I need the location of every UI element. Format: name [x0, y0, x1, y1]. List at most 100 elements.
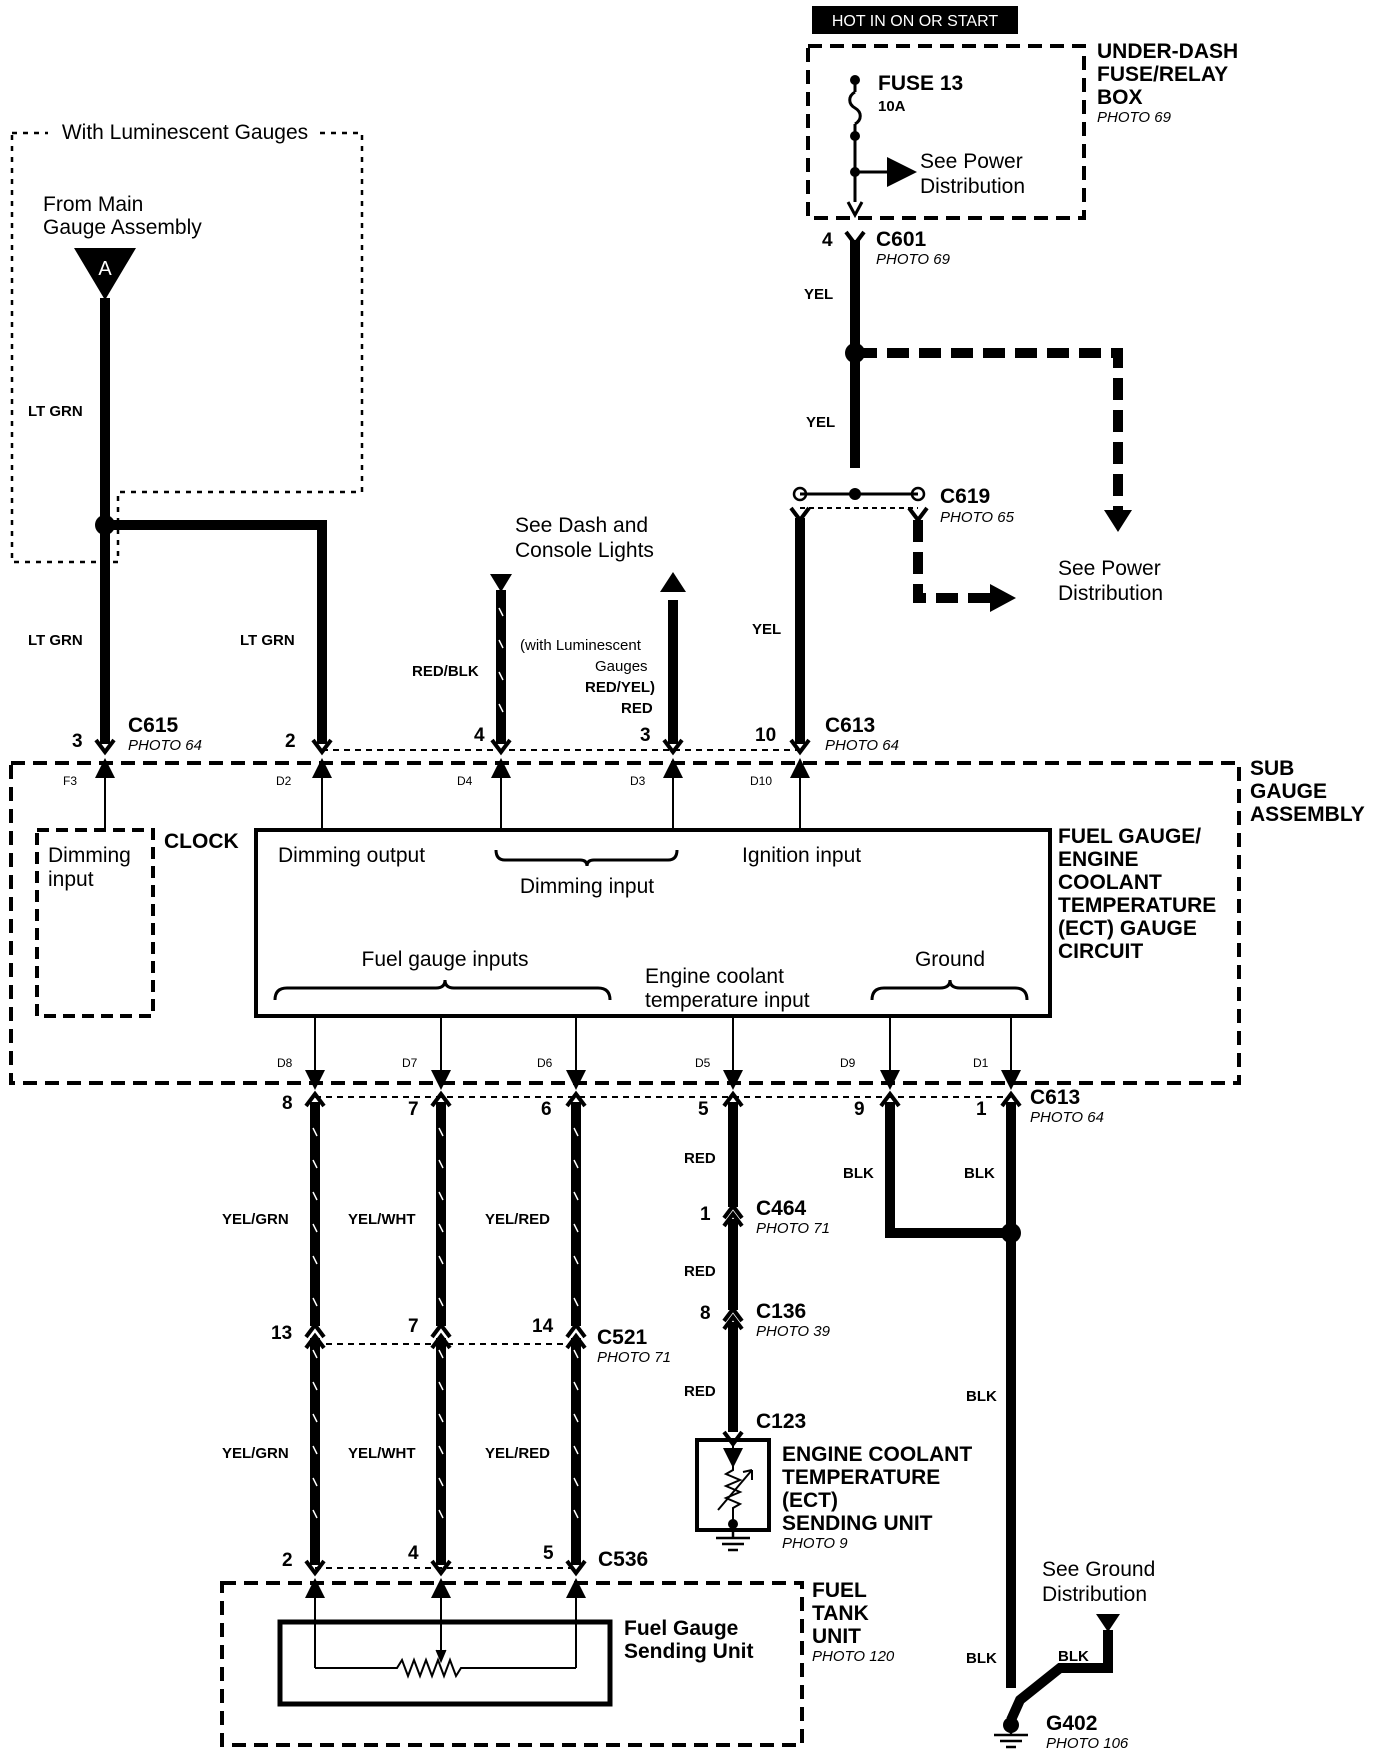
lt-grn-label-2: LT GRN [28, 632, 83, 649]
red-label-3: RED [684, 1383, 716, 1400]
fuel-rheostat-icon [315, 1657, 576, 1679]
yel-red-label-1: YEL/RED [485, 1211, 550, 1228]
g402-ground-icon [994, 1717, 1028, 1749]
luminescent-title: With Luminescent Gauges [62, 121, 308, 144]
red-label-2: RED [684, 1263, 716, 1280]
c601-pin: 4 [822, 230, 833, 251]
circuit-title-3: COOLANT [1058, 871, 1162, 894]
see-ground-2: Distribution [1042, 1583, 1147, 1606]
c136-pin: 8 [700, 1303, 711, 1324]
g402-label: G402 [1046, 1712, 1097, 1735]
c536-pin-2: 2 [282, 1550, 293, 1571]
fuse-13 [846, 75, 917, 219]
lt-grn-label-1: LT GRN [28, 403, 83, 420]
top-terminal-leads [95, 758, 810, 830]
g402-photo: PHOTO 106 [1046, 1735, 1129, 1752]
c619-branch-dashed [913, 520, 990, 603]
c536-label: C536 [598, 1548, 648, 1571]
see-power2-line2: Distribution [1058, 582, 1163, 605]
c521-label: C521 [597, 1326, 648, 1349]
ground-brace [870, 979, 1029, 1001]
red-blk-arrow-in [490, 574, 512, 592]
term-d8: D8 [277, 1056, 293, 1070]
c619-connector [789, 486, 929, 524]
ect-title-3: (ECT) [782, 1489, 838, 1512]
c521-photo: PHOTO 71 [597, 1349, 671, 1366]
clock-dimming-1: Dimming [48, 844, 131, 867]
thermistor-icon [717, 1444, 753, 1529]
see-ground-1: See Ground [1042, 1558, 1155, 1581]
term-d10: D10 [750, 774, 772, 788]
c464-pin: 1 [700, 1204, 711, 1225]
yel-red-label-2: YEL/RED [485, 1445, 550, 1462]
gauge-circuit-title: FUEL GAUGE/ ENGINE COOLANT TEMPERATURE (… [1058, 825, 1216, 963]
fuse-box-title-line2: FUSE/RELAY [1097, 63, 1228, 86]
fuel-tank-unit-box [220, 1581, 804, 1747]
term-d5: D5 [695, 1056, 711, 1070]
dimming-output: Dimming output [278, 844, 425, 867]
term-d9: D9 [840, 1056, 856, 1070]
fuse-box-photo: PHOTO 69 [1097, 109, 1172, 126]
ect-photo: PHOTO 9 [782, 1535, 848, 1552]
fuse-name: FUSE 13 [878, 72, 963, 95]
yel-label-2: YEL [806, 414, 835, 431]
c136-connector [720, 1305, 746, 1331]
yel-wht-label-1: YEL/WHT [348, 1211, 416, 1228]
c613-bot-pin-5: 5 [698, 1099, 709, 1120]
c613-bot-photo: PHOTO 64 [1030, 1109, 1104, 1126]
see-ground-arrow [1096, 1614, 1120, 1632]
c613-top-label: C613 [825, 714, 875, 737]
c464-label: C464 [756, 1197, 807, 1220]
fuse-see-power-2: Distribution [920, 175, 1025, 198]
term-d2: D2 [276, 774, 292, 788]
c136-photo: PHOTO 39 [756, 1323, 831, 1340]
ignition-input: Ignition input [742, 844, 861, 867]
clock-title: CLOCK [164, 830, 239, 853]
dimming-input-brace [494, 849, 679, 867]
lt-grn-label-3: LT GRN [240, 632, 295, 649]
fuel-tank-title-1: FUEL [812, 1579, 867, 1602]
circuit-title-4: TEMPERATURE [1058, 894, 1216, 917]
term-d7: D7 [402, 1056, 418, 1070]
c613-bot-pin-6: 6 [541, 1099, 552, 1120]
hot-label-text: HOT IN ON OR START [832, 13, 998, 30]
ect-title-1: ENGINE COOLANT [782, 1443, 972, 1466]
fuel-tank-title-3: UNIT [812, 1625, 861, 1648]
clock-box [35, 828, 155, 1018]
c464-photo: PHOTO 71 [756, 1220, 830, 1237]
c521-pin-7: 7 [408, 1316, 419, 1337]
c613-bot-pin-7: 7 [408, 1099, 419, 1120]
ect-ground-icon [716, 1524, 750, 1552]
fuse-see-power-1: See Power [920, 150, 1023, 173]
arrow-see-power-right [1104, 510, 1132, 532]
c613-bottom-connector [304, 1090, 1022, 1108]
ect-title-4: SENDING UNIT [782, 1512, 933, 1535]
c615-photo: PHOTO 64 [128, 737, 202, 754]
blk-label-1: BLK [843, 1165, 874, 1182]
clock-dimming-2: input [48, 868, 94, 891]
c615-label: C615 [128, 714, 179, 737]
fuse-rating: 10A [878, 98, 906, 115]
c619-label: C619 [940, 485, 990, 508]
ground-label: Ground [915, 948, 985, 971]
term-f3: F3 [63, 774, 77, 788]
top-connectors [94, 738, 811, 756]
dimming-input: Dimming input [520, 875, 654, 898]
hot-label: HOT IN ON OR START [812, 6, 1018, 34]
circuit-title-5: (ECT) GAUGE [1058, 917, 1197, 940]
c613-top-pin-3: 3 [640, 725, 651, 746]
c613-bot-label: C613 [1030, 1086, 1080, 1109]
rheostat-wiper-icon [435, 1649, 447, 1664]
blk-label-5: BLK [1058, 1648, 1089, 1665]
fuel-sender-leads [305, 1578, 586, 1668]
with-lum-line1: (with Luminescent [520, 637, 642, 654]
red-arrow-out [660, 572, 686, 592]
fuse-box-title-line1: UNDER-DASH [1097, 40, 1238, 63]
circuit-title-6: CIRCUIT [1058, 940, 1143, 963]
c536-pin-5: 5 [543, 1543, 554, 1564]
bottom-terminal-leads [305, 1016, 1021, 1090]
c613-bot-pin-9: 9 [854, 1099, 865, 1120]
c521-pin-14: 14 [532, 1316, 554, 1337]
c464-connector [720, 1202, 746, 1228]
blk-label-3: BLK [966, 1388, 997, 1405]
